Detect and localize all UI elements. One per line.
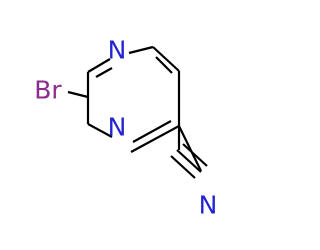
- bond-c2-n1-inner: [95, 67, 113, 78]
- bond-c6-c5-inner: [155, 56, 173, 74]
- atom-labels: N N Br N: [34, 36, 217, 220]
- atom-br-label: Br: [34, 76, 62, 105]
- bond-c2-n1-seg: [87, 58, 111, 73]
- atom-n3-label: N: [108, 113, 127, 142]
- bonds: [67, 45, 208, 179]
- bond-c6-c5: [152, 46, 180, 72]
- atom-nitrile-n-label: N: [199, 191, 218, 220]
- bond-n3-c2: [87, 123, 113, 138]
- atom-n1-label: N: [108, 36, 127, 65]
- bond-cn-triple-1: [176, 149, 202, 173]
- bond-c2-br: [67, 90, 89, 99]
- bond-cn-triple-3: [182, 143, 208, 167]
- bond-c4-n3: [130, 125, 180, 153]
- bond-n1-c6: [128, 45, 154, 55]
- structure-canvas: N N Br N: [34, 35, 218, 220]
- bond-c4-n3-inner: [132, 120, 172, 143]
- bond-cn-triple-2: [170, 155, 196, 179]
- bond-c4-cn-2: [178, 125, 202, 172]
- molecule-drawing: N N Br N: [34, 36, 217, 220]
